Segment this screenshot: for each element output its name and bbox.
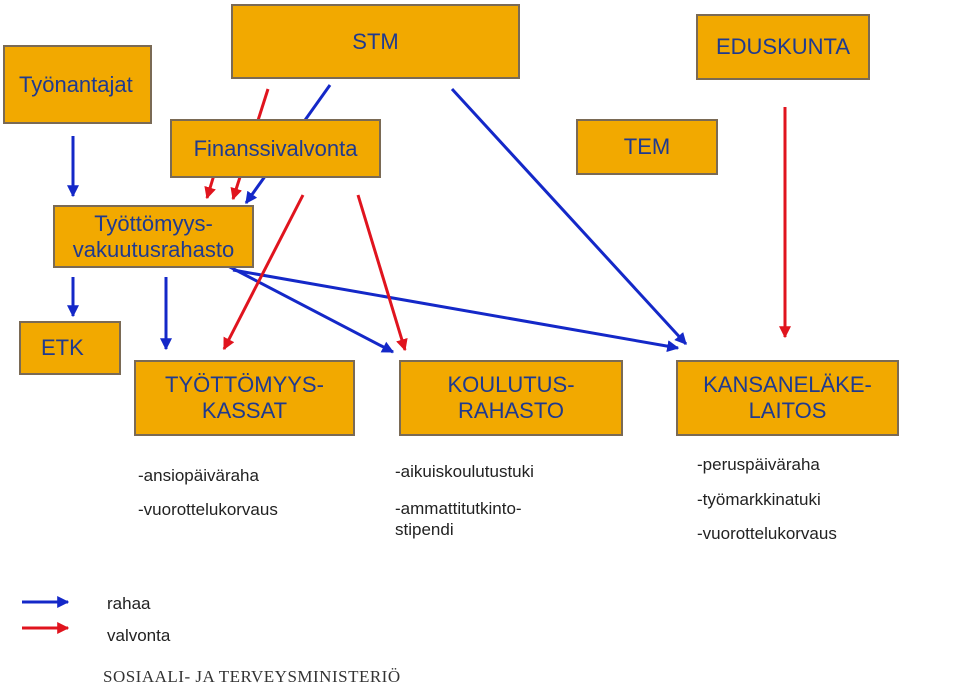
kassat-benefit-2: -vuorottelukorvaus (138, 500, 278, 519)
koulutus-label-line2: RAHASTO (458, 398, 564, 423)
kela-label-line2: LAITOS (748, 398, 827, 423)
kassat-label-line1: TYÖTTÖMYYS- (165, 372, 324, 397)
koulutusrahasto-box: KOULUTUS- RAHASTO (399, 360, 623, 436)
tyottomyyskassat-box: TYÖTTÖMYYS- KASSAT (134, 360, 355, 436)
kela-benefit-1: -peruspäiväraha (697, 455, 820, 474)
koulutus-label-line1: KOULUTUS- (447, 372, 575, 397)
tyonantajat-box: Työnantajat (3, 45, 152, 124)
ministry-footer: SOSIAALI- JA TERVEYSMINISTERIÖ (103, 667, 401, 686)
tem-label: TEM (623, 134, 671, 159)
etk-box: ETK (19, 321, 121, 375)
money-arrow-tvr-kela (232, 268, 680, 353)
eduskunta-box: EDUSKUNTA (696, 14, 870, 80)
koulutus-benefit-2a: -ammattitutkinto- (395, 499, 522, 518)
eduskunta-label: EDUSKUNTA (715, 34, 851, 59)
tvr-label-line1: Työttömyys- (94, 210, 213, 236)
finanssivalvonta-label: Finanssivalvonta (193, 135, 358, 161)
legend-money-label: rahaa (107, 594, 151, 613)
kassat-benefit-1: -ansiopäiväraha (138, 466, 259, 485)
kela-benefit-3: -vuorottelukorvaus (697, 524, 837, 543)
tyonantajat-label: Työnantajat (19, 71, 133, 97)
koulutus-benefit-1: -aikuiskoulutustuki (395, 462, 534, 481)
kela-benefit-2: -työmarkkinatuki (697, 490, 821, 509)
kela-label-line1: KANSANELÄKE- (703, 372, 872, 397)
tem-box: TEM (576, 119, 718, 175)
stm-box: STM (231, 4, 520, 79)
finanssivalvonta-box: Finanssivalvonta (170, 119, 381, 178)
koulutus-benefit-2b: stipendi (395, 520, 454, 539)
kansanelakelaitos-box: KANSANELÄKE- LAITOS (676, 360, 899, 436)
supervision-arrow-to-kassat (222, 194, 305, 351)
stm-label: STM (352, 28, 399, 54)
tvr-label-line2: vakuutusrahasto (72, 236, 235, 262)
money-arrow-stm-kela (450, 87, 688, 346)
kassat-label-line2: KASSAT (201, 398, 288, 423)
supervision-arrow-to-koulutus (356, 194, 408, 352)
tyottomyysvakuutusrahasto-box: Työttömyys- vakuutusrahasto (53, 205, 254, 268)
money-arrow-tvr-koulutus (227, 264, 395, 354)
etk-label: ETK (41, 335, 84, 360)
legend-supervision-label: valvonta (107, 626, 171, 645)
